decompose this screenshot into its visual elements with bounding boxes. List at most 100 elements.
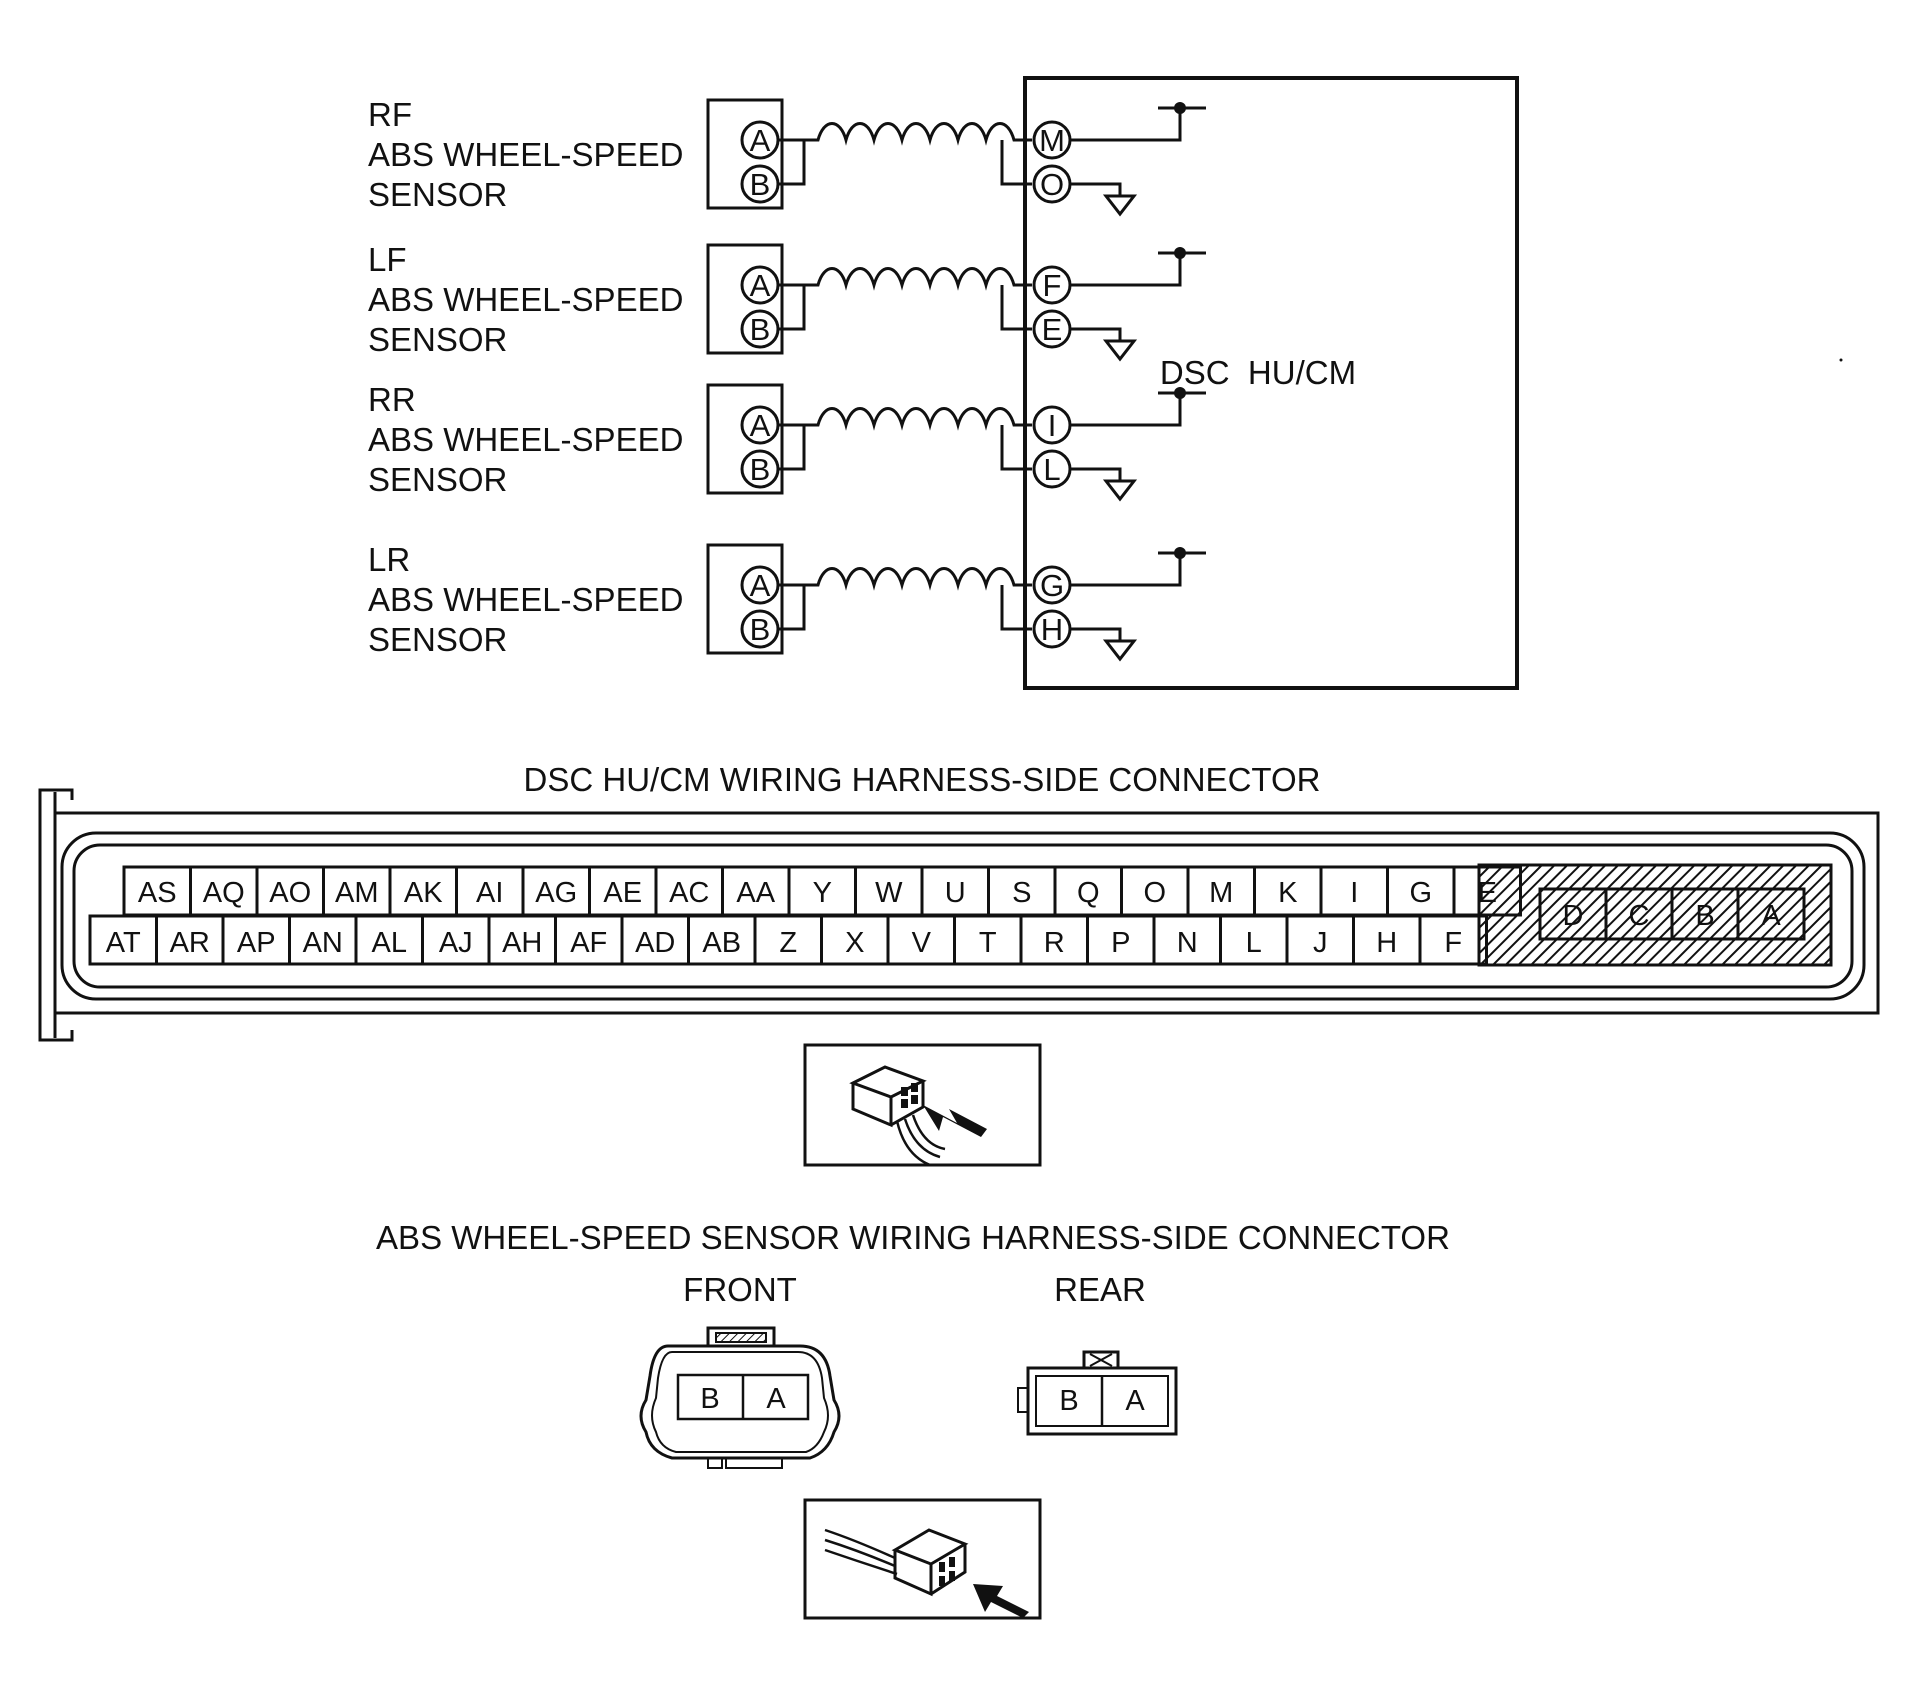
sensor-pin-b: B xyxy=(750,167,771,202)
hu-connector-face xyxy=(60,831,1866,1001)
hu-pin-label: AQ xyxy=(203,877,245,909)
sensor-name-label: ABS WHEEL-SPEED xyxy=(368,581,683,618)
hu-pin-label: S xyxy=(1012,877,1031,909)
hu-pin-label: W xyxy=(875,877,903,909)
hu-pin-label: V xyxy=(912,927,932,959)
hu-pin-label: AN xyxy=(303,927,343,959)
sensor-position-label: LR xyxy=(368,541,410,578)
hu-pin-label: AK xyxy=(404,877,443,909)
sensor-connector-box xyxy=(706,98,784,210)
hu-pin-label: I xyxy=(1350,877,1358,909)
twisted-pair-wire xyxy=(778,407,1032,431)
twisted-pair-wire xyxy=(778,122,1032,146)
harness-view-icon xyxy=(803,1498,1042,1620)
ground-symbol-icon xyxy=(1102,194,1138,217)
hu-pin-label: T xyxy=(979,927,997,959)
hu-pin-label: AA xyxy=(736,877,775,909)
power-supply-line xyxy=(1070,391,1206,427)
hu-pin-label: C xyxy=(1629,900,1650,932)
ground-symbol-icon xyxy=(1102,339,1138,362)
hu-pin-label: AE xyxy=(603,877,642,909)
hu-pin-label: Z xyxy=(779,927,797,959)
ground-wire xyxy=(1000,285,1032,331)
hu-pin-label: Y xyxy=(813,877,832,909)
power-node-dot xyxy=(1174,247,1186,259)
hu-pin-label: O xyxy=(1143,877,1166,909)
rear-connector-pin: A xyxy=(1125,1385,1145,1417)
sensor-pin-a: A xyxy=(750,268,771,303)
dsc-module-box xyxy=(1023,76,1519,690)
power-node-dot xyxy=(1174,547,1186,559)
hu-pin-label: Q xyxy=(1077,877,1100,909)
power-node-dot xyxy=(1174,102,1186,114)
sensor-type-label: SENSOR xyxy=(368,461,507,498)
hu-pin-label: H xyxy=(1376,927,1397,959)
sensor-pin-b: B xyxy=(750,312,771,347)
hu-pin-label: AT xyxy=(106,927,141,959)
hu-connector-shell xyxy=(53,811,1880,1015)
hu-pin-label: E xyxy=(1478,877,1497,909)
ground-line xyxy=(1070,627,1122,641)
hu-pin-label: A xyxy=(1761,900,1781,932)
front-connector: B A xyxy=(639,1326,841,1469)
sensor-name-label: ABS WHEEL-SPEED xyxy=(368,421,683,458)
module-pin-signal: F xyxy=(1043,268,1062,303)
hu-pin-label: D xyxy=(1563,900,1584,932)
sensor-name-label: ABS WHEEL-SPEED xyxy=(368,136,683,173)
module-pin-ground: O xyxy=(1040,167,1064,202)
ground-wire xyxy=(1000,140,1032,186)
rear-connector-pin: B xyxy=(1059,1385,1078,1417)
module-pin-ground: H xyxy=(1041,612,1063,647)
hu-pin-label: M xyxy=(1209,877,1233,909)
module-pin-signal: G xyxy=(1040,568,1064,603)
ground-symbol-icon xyxy=(1102,479,1138,502)
sensor-position-label: RR xyxy=(368,381,416,418)
hu-pin-label: AB xyxy=(702,927,741,959)
harness-view-icon xyxy=(803,1043,1042,1167)
hu-pin-label: G xyxy=(1409,877,1432,909)
sensor-pin-a: A xyxy=(750,123,771,158)
front-connector-label: FRONT xyxy=(683,1271,797,1308)
hu-pin-label: K xyxy=(1278,877,1298,909)
hu-pin-label: AF xyxy=(570,927,607,959)
rear-connector: B A xyxy=(1017,1350,1178,1436)
sensor-type-label: SENSOR xyxy=(368,321,507,358)
hu-pin-label: AC xyxy=(669,877,709,909)
sensor-pin-a: A xyxy=(750,408,771,443)
sensor-name-label: ABS WHEEL-SPEED xyxy=(368,281,683,318)
ground-line xyxy=(1070,467,1122,481)
sensor-connector-title: ABS WHEEL-SPEED SENSOR WIRING HARNESS-SI… xyxy=(376,1219,1450,1256)
hu-pin-label: AG xyxy=(535,877,577,909)
module-pin-signal: I xyxy=(1048,408,1057,443)
ground-wire xyxy=(1000,585,1032,631)
hu-pin-cell xyxy=(1418,914,1488,966)
hu-pin-label: J xyxy=(1313,927,1328,959)
sensor-pin-b: B xyxy=(750,612,771,647)
twisted-pair-wire xyxy=(778,267,1032,291)
ground-symbol-icon xyxy=(1102,639,1138,662)
module-pin-ground: L xyxy=(1043,452,1060,487)
power-supply-line xyxy=(1070,551,1206,587)
sensor-wire-b xyxy=(778,283,818,331)
hu-pin-label: U xyxy=(945,877,966,909)
power-supply-line xyxy=(1070,106,1206,142)
hu-connector-inner-face xyxy=(72,843,1854,989)
rear-connector-label: REAR xyxy=(1054,1271,1146,1308)
power-node-dot xyxy=(1174,387,1186,399)
sensor-position-label: RF xyxy=(368,96,412,133)
hu-connector-latch xyxy=(38,788,74,1042)
hu-connector-title: DSC HU/CM WIRING HARNESS-SIDE CONNECTOR xyxy=(524,761,1321,798)
sensor-wire-b xyxy=(778,583,818,631)
power-supply-line xyxy=(1070,251,1206,287)
hu-pin-label: AJ xyxy=(439,927,473,959)
hu-pin-label: AI xyxy=(476,877,503,909)
sensor-connector-box xyxy=(706,243,784,355)
hu-pin-label: AP xyxy=(237,927,276,959)
ground-line xyxy=(1070,327,1122,341)
